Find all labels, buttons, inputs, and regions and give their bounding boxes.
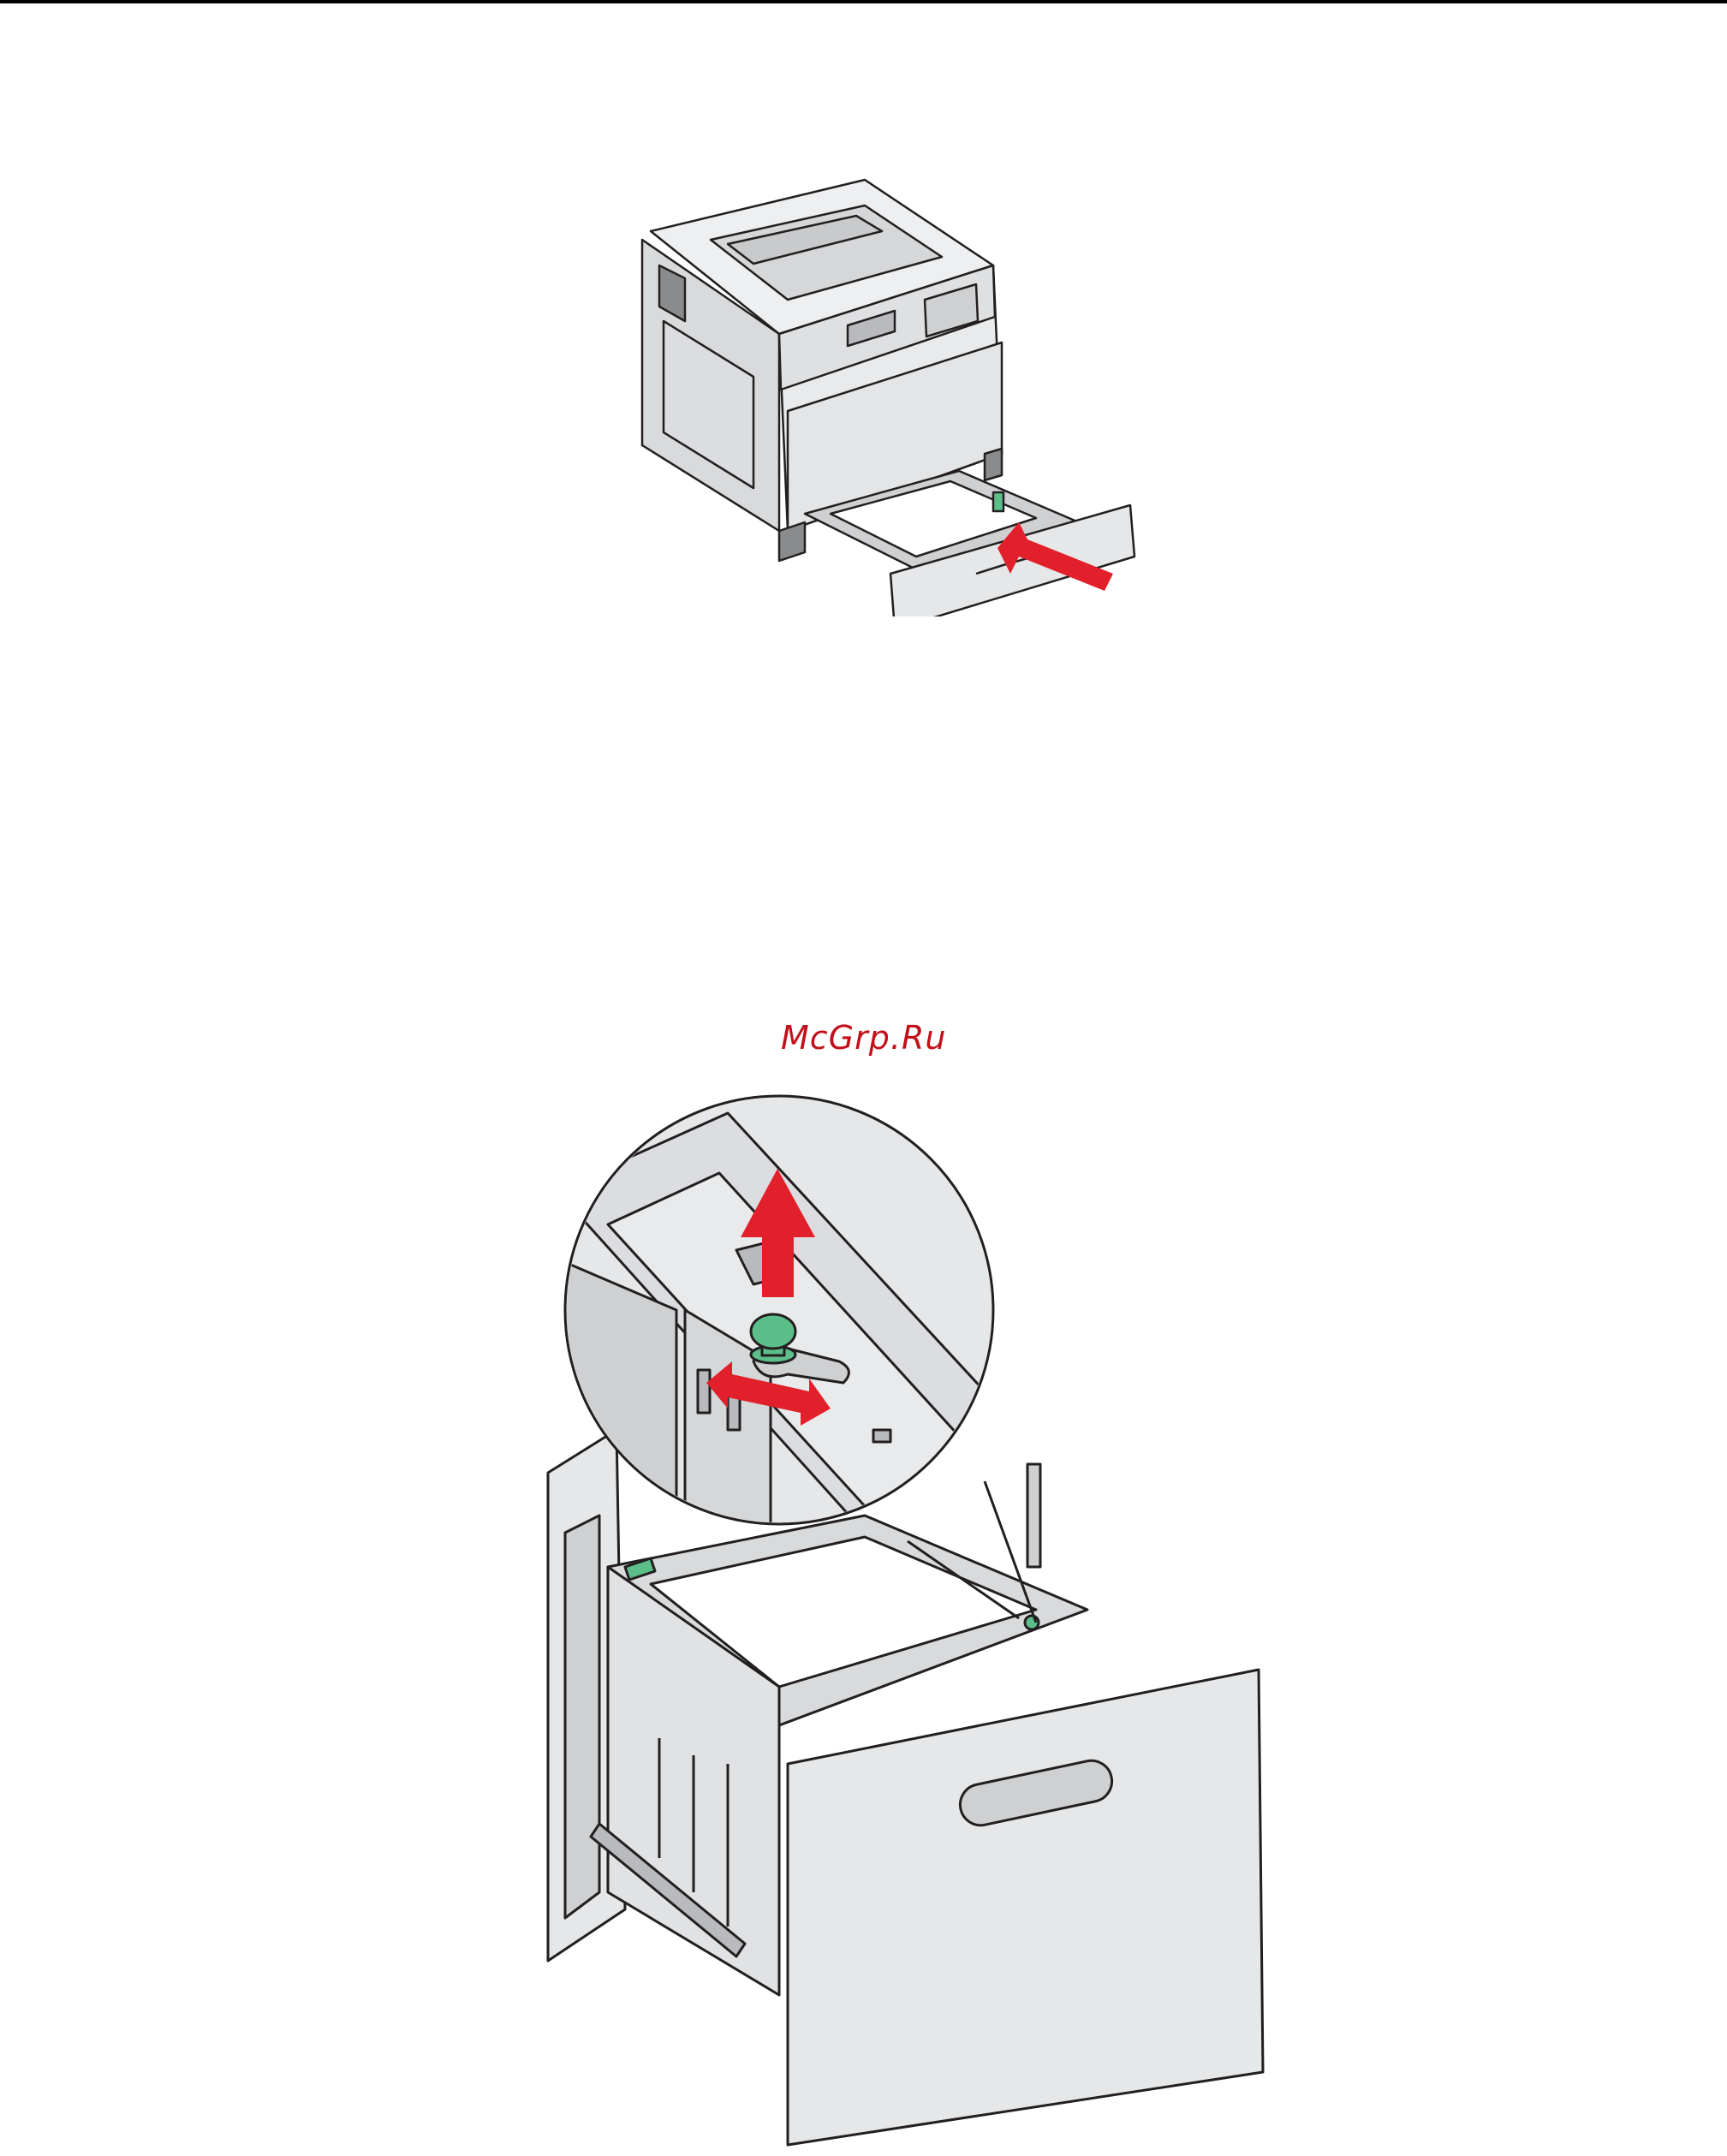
- zoom-detail-circle: [557, 1096, 1036, 1567]
- tray-guide-illustration: [505, 1087, 1284, 2149]
- watermark-text: McGrp.Ru: [781, 1019, 946, 1057]
- printer-icon: [599, 171, 1147, 616]
- printer-illustration: [599, 171, 1147, 616]
- page-top-rule: [0, 0, 1727, 3]
- tray-guide-icon: [505, 1087, 1284, 2149]
